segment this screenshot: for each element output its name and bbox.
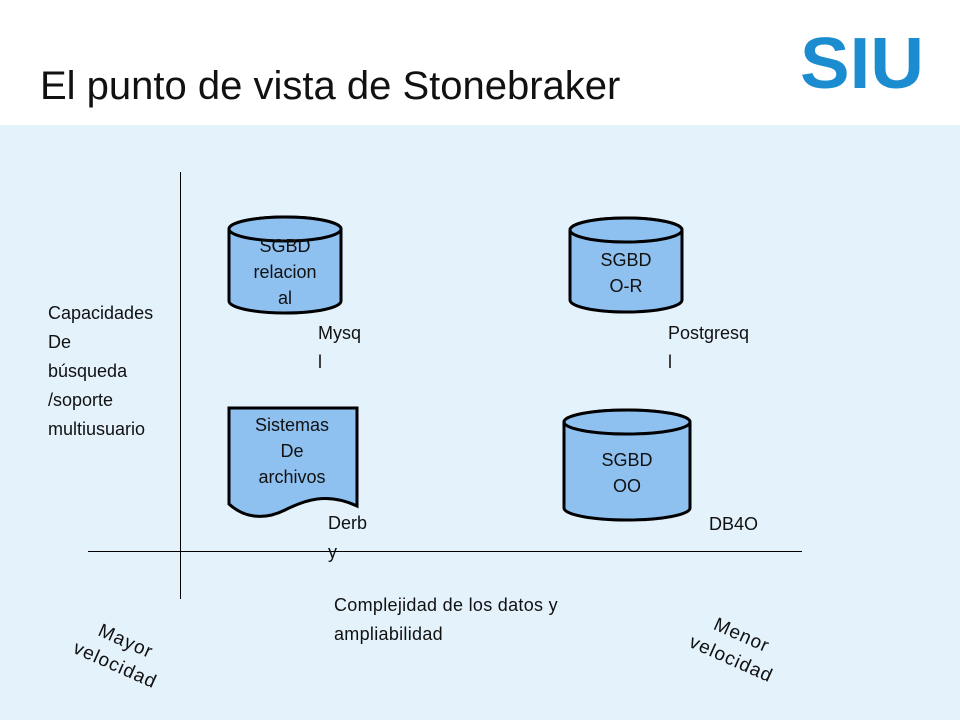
sgbd-oo-cylinder bbox=[562, 408, 692, 522]
cylinder-top bbox=[227, 215, 343, 243]
node-label-line: archivos bbox=[258, 467, 326, 487]
postgresql-example-label: Postgresq l bbox=[668, 319, 749, 377]
x-axis-line bbox=[88, 551, 802, 552]
y-axis-line bbox=[180, 172, 181, 599]
example-label-line: Mysq bbox=[318, 323, 362, 343]
sgbd-or-cylinder bbox=[568, 216, 684, 314]
x-axis-label-line: Complejidad de los datos y bbox=[334, 595, 558, 615]
node-label-line: O-R bbox=[609, 276, 643, 296]
content-background bbox=[0, 125, 960, 720]
node-label-line: SGBD bbox=[601, 450, 653, 470]
sgbd-relacional-cylinder bbox=[227, 215, 343, 315]
node-label-line: SGBD bbox=[259, 236, 311, 256]
derby-example-label: Derb y bbox=[328, 509, 367, 567]
y-axis-label-line: búsqueda bbox=[48, 361, 128, 381]
example-label-line: Postgresq bbox=[668, 323, 750, 343]
sistemas-de-archivos-document bbox=[227, 406, 359, 518]
example-label-line: l bbox=[318, 352, 322, 372]
db4o-example-label: DB4O bbox=[709, 510, 758, 539]
node-label-line: OO bbox=[612, 476, 641, 496]
node-label-line: al bbox=[277, 288, 292, 308]
slide-title: El punto de vista de Stonebraker bbox=[40, 64, 621, 108]
node-label-line: SGBD bbox=[600, 250, 652, 270]
cylinder-top bbox=[568, 216, 684, 244]
y-axis-label-line: De bbox=[48, 332, 72, 352]
node-label-line: De bbox=[280, 441, 304, 461]
example-label-line: y bbox=[328, 542, 337, 562]
siu-logo: SIU bbox=[800, 28, 924, 98]
example-label-line: DB4O bbox=[709, 514, 759, 534]
x-axis-label: Complejidad de los datos y ampliabilidad bbox=[334, 591, 558, 649]
y-axis-label-line: /soporte bbox=[48, 390, 114, 410]
sgbd-relacional-label: SGBD relacion al bbox=[227, 233, 343, 311]
node-label-line: relacion bbox=[253, 262, 317, 282]
siu-logo-text: SIU bbox=[800, 28, 924, 98]
document-shape bbox=[227, 406, 359, 518]
cylinder-top bbox=[562, 408, 692, 436]
sgbd-or-label: SGBD O-R bbox=[568, 247, 684, 299]
y-axis-label-line: Capacidades bbox=[48, 303, 154, 323]
example-label-line: Derb bbox=[328, 513, 368, 533]
sistemas-de-archivos-label: Sistemas De archivos bbox=[227, 412, 357, 490]
y-axis-label: Capacidades De búsqueda /soporte multius… bbox=[48, 299, 153, 444]
mysql-example-label: Mysq l bbox=[318, 319, 361, 377]
sgbd-oo-label: SGBD OO bbox=[562, 447, 692, 499]
node-label-line: Sistemas bbox=[254, 415, 330, 435]
y-axis-label-line: multiusuario bbox=[48, 419, 146, 439]
x-axis-label-line: ampliabilidad bbox=[334, 624, 443, 644]
example-label-line: l bbox=[668, 352, 672, 372]
